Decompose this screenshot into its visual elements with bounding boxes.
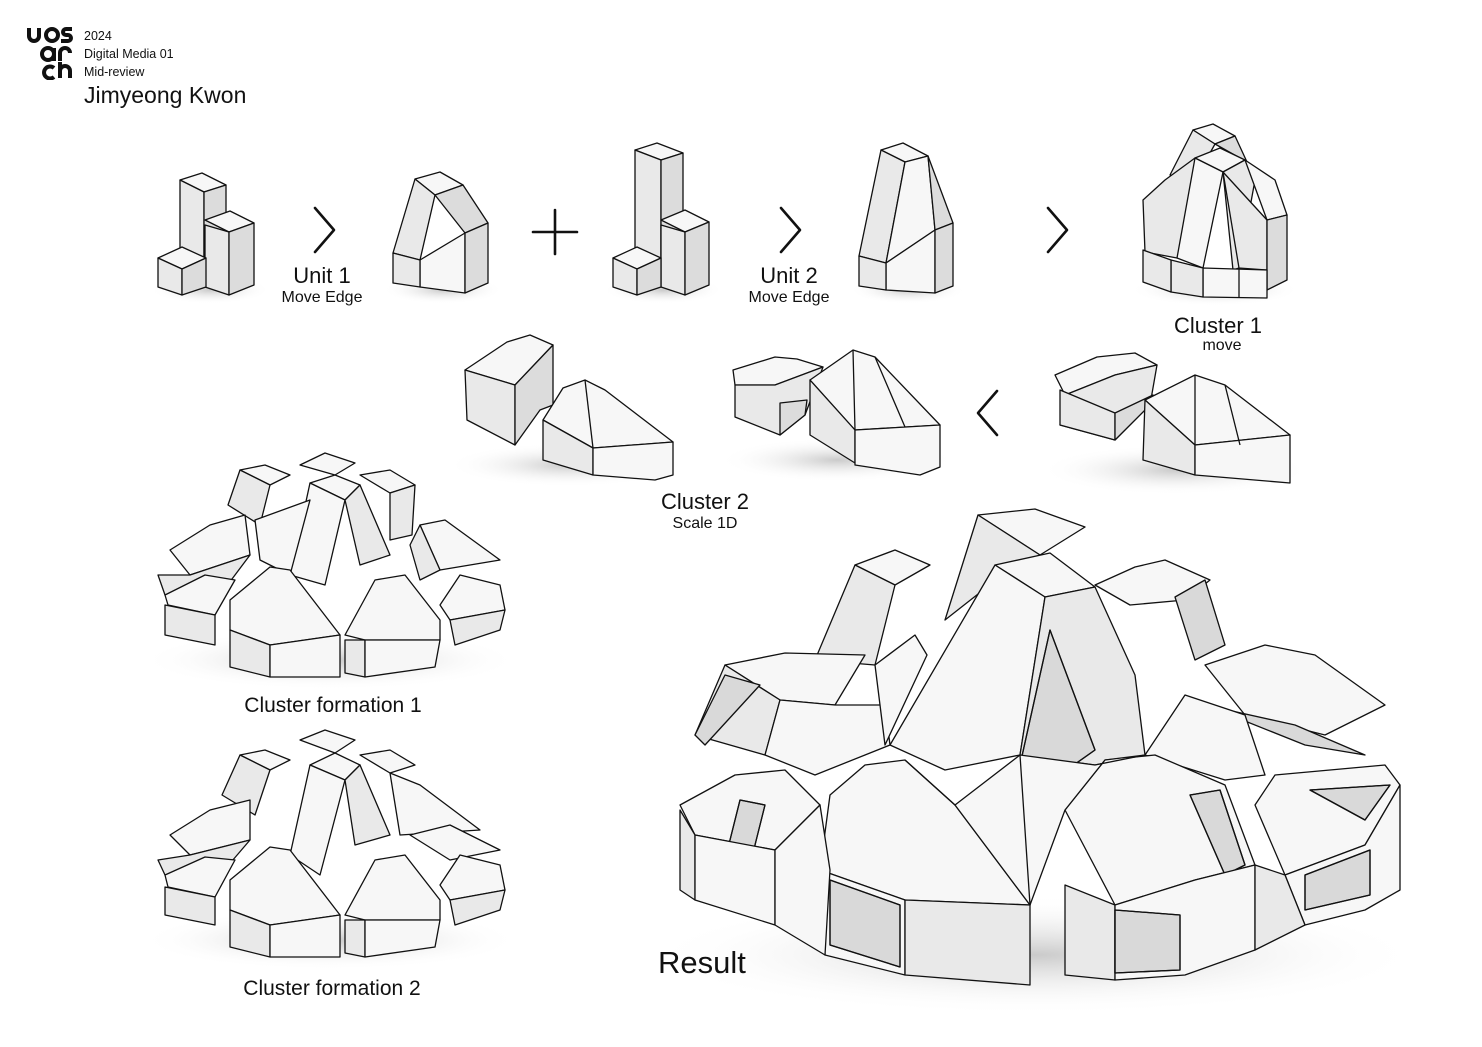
unit2-title: Unit 2 xyxy=(760,263,818,288)
formation2-caption: Cluster formation 2 xyxy=(243,977,421,1000)
year-label: 2024 xyxy=(84,29,112,43)
result-figure xyxy=(645,508,1425,1015)
chevron-right-icon xyxy=(1046,206,1069,254)
unit2-shape xyxy=(850,142,966,304)
base-boxes-figure-2 xyxy=(603,142,723,304)
unit1-subtitle: Move Edge xyxy=(281,289,363,306)
chevron-left-icon xyxy=(976,389,999,437)
author-name: Jimyeong Kwon xyxy=(84,82,247,108)
cluster1-top-view xyxy=(1040,352,1310,495)
unit1-shape xyxy=(383,171,503,304)
cluster1-title: Cluster 1 xyxy=(1173,313,1263,338)
base-boxes-figure xyxy=(150,172,270,304)
plus-icon xyxy=(531,208,579,256)
cluster-formation-2-figure xyxy=(140,729,520,970)
cluster1-shape xyxy=(1130,123,1300,306)
cluster2-scaled-a xyxy=(719,349,955,482)
chevron-right-icon xyxy=(779,206,802,254)
uos-arch-logo xyxy=(27,27,73,80)
course-label: Digital Media 01 xyxy=(84,47,174,61)
cluster-formation-1-figure xyxy=(140,452,520,690)
unit2-subtitle: Move Edge xyxy=(748,289,830,306)
cluster2-subtitle: Scale 1D xyxy=(672,515,738,532)
cluster2-scaled-b xyxy=(447,334,687,487)
unit1-title: Unit 1 xyxy=(293,263,351,288)
cluster1-subtitle: move xyxy=(1202,337,1242,354)
review-label: Mid-review xyxy=(84,65,145,79)
result-caption: Result xyxy=(658,945,746,980)
formation1-caption: Cluster formation 1 xyxy=(244,694,422,717)
cluster2-title: Cluster 2 xyxy=(660,489,750,514)
chevron-right-icon xyxy=(313,206,336,254)
